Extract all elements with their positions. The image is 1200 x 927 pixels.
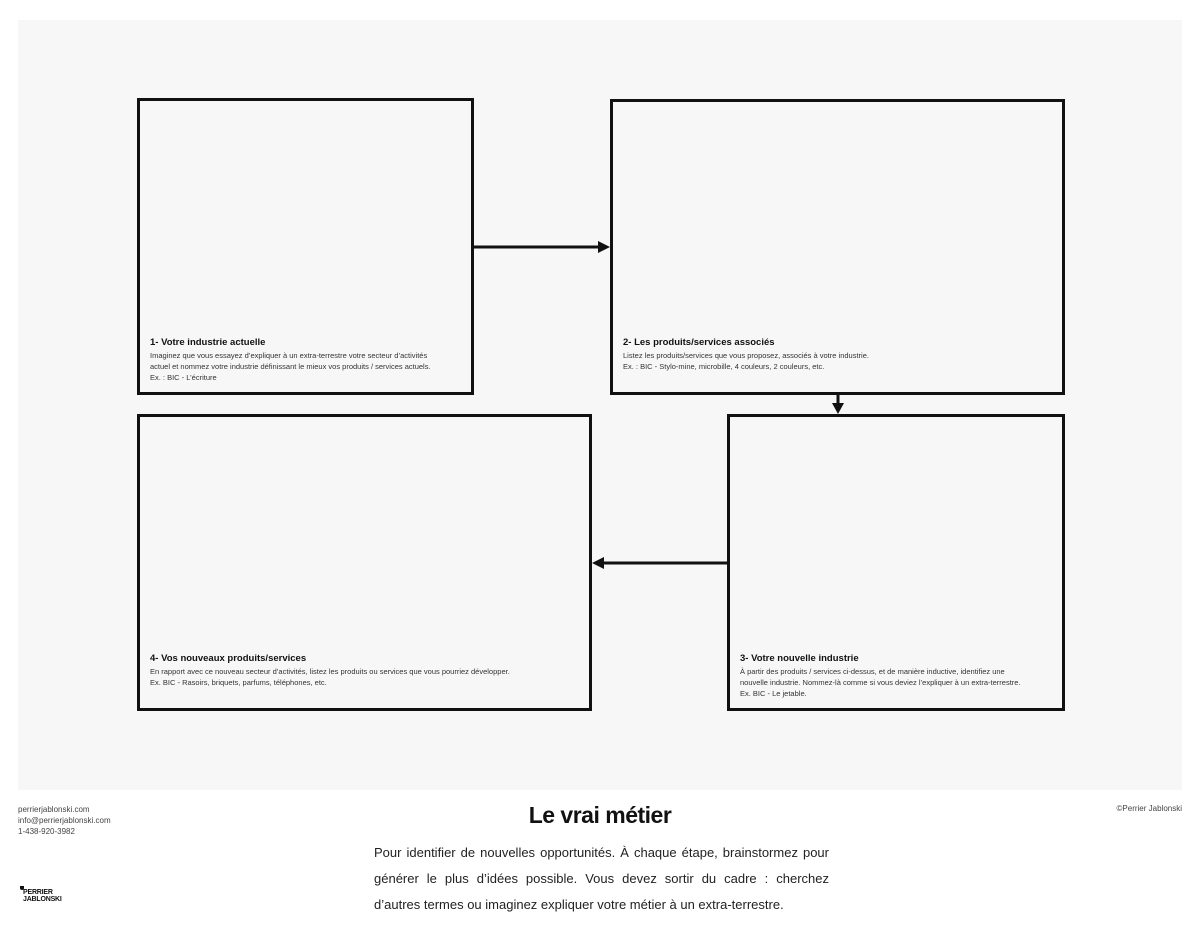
contact-website[interactable]: perrierjablonski.com xyxy=(18,805,90,814)
step-4-box[interactable]: 4- Vos nouveaux produits/services En rap… xyxy=(137,414,592,711)
contact-info: perrierjablonski.com info@perrierjablons… xyxy=(18,804,111,837)
step-2-line-2: Ex. : BIC - Stylo-mine, microbille, 4 co… xyxy=(623,362,825,371)
step-3-text: 3- Votre nouvelle industrie À partir des… xyxy=(740,653,1052,699)
arrowhead-1-to-2 xyxy=(598,241,610,253)
step-1-line-2: actuel et nommez votre industrie définis… xyxy=(150,362,431,371)
step-3-line-2: nouvelle industrie. Nommez-là comme si v… xyxy=(740,678,1021,687)
logo-line-2: JABLONSKI xyxy=(23,896,62,903)
step-1-line-1: Imaginez que vous essayez d’expliquer à … xyxy=(150,351,428,360)
step-4-line-1: En rapport avec ce nouveau secteur d’act… xyxy=(150,667,510,676)
step-2-title: 2- Les produits/services associés xyxy=(623,337,775,348)
arrowhead-3-to-4 xyxy=(592,557,604,569)
step-2-line-1: Listez les produits/services que vous pr… xyxy=(623,351,869,360)
contact-phone: 1-438-920-3982 xyxy=(18,827,75,836)
step-3-line-1: À partir des produits / services ci-dess… xyxy=(740,667,1005,676)
step-1-title: 1- Votre industrie actuelle xyxy=(150,337,266,348)
step-2-text: 2- Les produits/services associés Listez… xyxy=(623,337,1052,372)
copyright-text: ©Perrier Jablonski xyxy=(1116,804,1182,813)
page-description: Pour identifier de nouvelles opportunité… xyxy=(374,845,829,912)
step-4-title: 4- Vos nouveaux produits/services xyxy=(150,653,307,664)
step-4-text: 4- Vos nouveaux produits/services En rap… xyxy=(150,653,579,688)
page-title: Le vrai métier xyxy=(528,802,672,828)
step-3-title: 3- Votre nouvelle industrie xyxy=(740,653,859,664)
step-2-box[interactable]: 2- Les produits/services associés Listez… xyxy=(610,99,1065,395)
arrowhead-2-to-3 xyxy=(832,403,844,414)
contact-email[interactable]: info@perrierjablonski.com xyxy=(18,816,111,825)
step-3-line-3: Ex. BIC - Le jetable. xyxy=(740,689,807,698)
step-3-box[interactable]: 3- Votre nouvelle industrie À partir des… xyxy=(727,414,1065,711)
logo-mark-icon xyxy=(20,886,24,890)
step-1-text: 1- Votre industrie actuelle Imaginez que… xyxy=(150,337,461,383)
logo-line-1: PERRIER xyxy=(23,889,53,896)
step-4-line-2: Ex. BIC - Rasoirs, briquets, parfums, té… xyxy=(150,678,327,687)
step-1-box[interactable]: 1- Votre industrie actuelle Imaginez que… xyxy=(137,98,474,395)
perrier-jablonski-logo: PERRIER JABLONSKI xyxy=(20,886,62,903)
step-1-line-3: Ex. : BIC - L’écriture xyxy=(150,373,217,382)
